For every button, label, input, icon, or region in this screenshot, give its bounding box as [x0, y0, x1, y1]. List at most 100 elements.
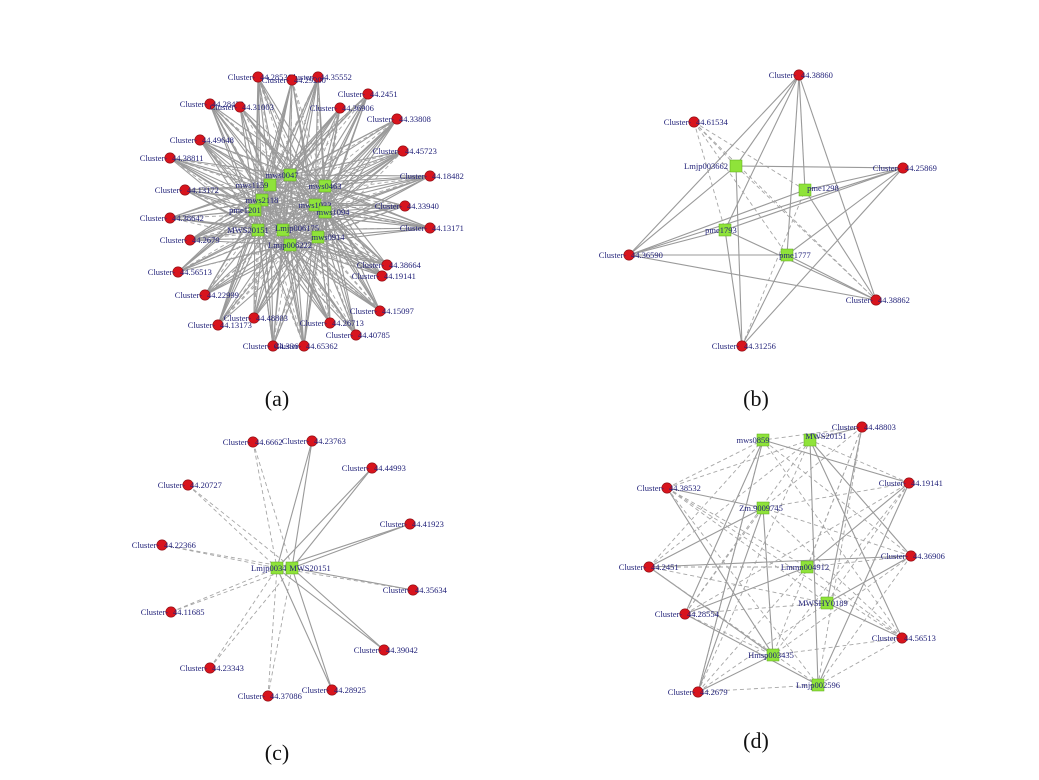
- hub-marker: [798, 183, 812, 197]
- cluster-marker: [298, 340, 310, 352]
- cluster-label-suffix: 44.36906: [342, 103, 374, 113]
- edge-line: [798, 74, 877, 301]
- hub-marker: [780, 248, 794, 262]
- edge-line: [724, 229, 743, 347]
- cluster-node: Cluster-44.61534: [664, 116, 729, 128]
- edge-line: [762, 439, 910, 484]
- cluster-node: Cluster-44.26713: [300, 317, 364, 329]
- edge-line: [254, 209, 357, 336]
- hub-node: Lmmn004912: [781, 560, 829, 574]
- edge-line: [217, 244, 291, 326]
- edge-line: [666, 487, 903, 639]
- edge-line: [161, 544, 293, 569]
- cluster-marker: [234, 101, 246, 113]
- edge-line: [324, 185, 431, 229]
- edge-line: [261, 199, 305, 347]
- cluster-label-suffix: 44.2451: [370, 89, 398, 99]
- edge-line: [261, 199, 331, 324]
- cluster-marker: [366, 462, 378, 474]
- edge-line: [809, 439, 903, 639]
- edge-line: [217, 209, 256, 326]
- cluster-node: Cluster-44.29200: [262, 74, 326, 86]
- edge-line: [786, 167, 904, 256]
- edge-line: [187, 484, 293, 569]
- edge-line: [314, 204, 331, 324]
- cluster-label-suffix: 44.38862: [878, 295, 910, 305]
- hub-label: mws0859: [736, 435, 769, 445]
- cluster-label: Cluster-: [262, 75, 289, 85]
- cluster-node: Cluster-44.35552: [288, 71, 352, 83]
- panel-label-a: (a): [264, 386, 290, 411]
- edge-line: [184, 189, 316, 206]
- cluster-node: Cluster-44.22366: [132, 539, 196, 551]
- edge-line: [826, 555, 912, 604]
- cluster-node: Cluster-44.39042: [354, 644, 418, 656]
- cluster-marker: [165, 606, 177, 618]
- cluster-label-suffix: 44.40785: [358, 330, 390, 340]
- cluster-marker: [312, 71, 324, 83]
- cluster-node: Cluster-44.25869: [873, 162, 937, 174]
- cluster-node: Cluster-44.35634: [383, 584, 448, 596]
- edge-line: [289, 174, 305, 347]
- hub-label: Zm.9009745: [739, 503, 783, 513]
- edge-line: [269, 184, 274, 347]
- edge-line: [684, 439, 764, 615]
- hub-label: pme1777: [779, 250, 811, 260]
- cluster-label: Cluster-: [223, 437, 250, 447]
- cluster-label: Cluster-: [400, 223, 427, 233]
- edge-line: [786, 74, 800, 256]
- edge-line: [798, 74, 806, 191]
- panel-label-d: (d): [743, 728, 769, 753]
- edge-line: [253, 229, 259, 319]
- edge-line: [169, 185, 326, 219]
- cluster-label: Cluster-: [357, 260, 384, 270]
- cluster-marker: [156, 539, 168, 551]
- cluster-marker: [164, 212, 176, 224]
- edge-line: [269, 175, 431, 186]
- edge-line: [324, 150, 404, 187]
- hub-label: pme1201: [229, 205, 261, 215]
- cluster-node: Cluster-44.38642: [140, 212, 204, 224]
- hub-node: pme1298: [798, 183, 839, 197]
- cluster-marker: [903, 477, 915, 489]
- hub-node: Lmjp003662: [684, 159, 743, 173]
- edge-line: [666, 439, 764, 489]
- cluster-marker: [376, 270, 388, 282]
- edge-line: [209, 103, 271, 186]
- cluster-node: Cluster-44.20727: [158, 479, 222, 491]
- cluster-marker: [688, 116, 700, 128]
- cluster-marker: [248, 312, 260, 324]
- edge-line: [177, 209, 256, 273]
- cluster-marker: [184, 234, 196, 246]
- cluster-label: Cluster-: [140, 213, 167, 223]
- edge-line: [697, 507, 764, 693]
- hub-node: mws1094: [316, 205, 350, 219]
- hub-label: pme1793: [705, 225, 737, 235]
- edge-line: [826, 482, 910, 604]
- cluster-marker: [391, 113, 403, 125]
- cluster-label-suffix: 44.22366: [164, 540, 196, 550]
- cluster-label: Cluster-: [664, 117, 691, 127]
- edge-line: [257, 76, 291, 176]
- edge-line: [697, 439, 764, 693]
- cluster-node: Cluster-44.65362: [274, 340, 338, 352]
- edge-line: [209, 567, 293, 669]
- panel-label-c: (c): [264, 740, 290, 765]
- cluster-label-suffix: 44.33808: [399, 114, 431, 124]
- hub-node: mws1159: [236, 178, 277, 192]
- edge-line: [267, 567, 278, 697]
- cluster-marker: [623, 249, 635, 261]
- cluster-label: Cluster-: [160, 235, 187, 245]
- edge-line: [772, 482, 910, 656]
- cluster-label: Cluster-: [832, 422, 859, 432]
- edge-line: [261, 199, 406, 207]
- hub-node: mws1033: [298, 198, 332, 212]
- cluster-marker: [362, 88, 374, 100]
- edge-line: [169, 157, 326, 187]
- cluster-label-suffix: 44.38664: [389, 260, 422, 270]
- edge-line: [741, 189, 806, 347]
- edge-line: [289, 244, 305, 347]
- edge-line: [724, 74, 800, 231]
- hub-marker: [766, 648, 780, 662]
- cluster-label: Cluster-: [375, 201, 402, 211]
